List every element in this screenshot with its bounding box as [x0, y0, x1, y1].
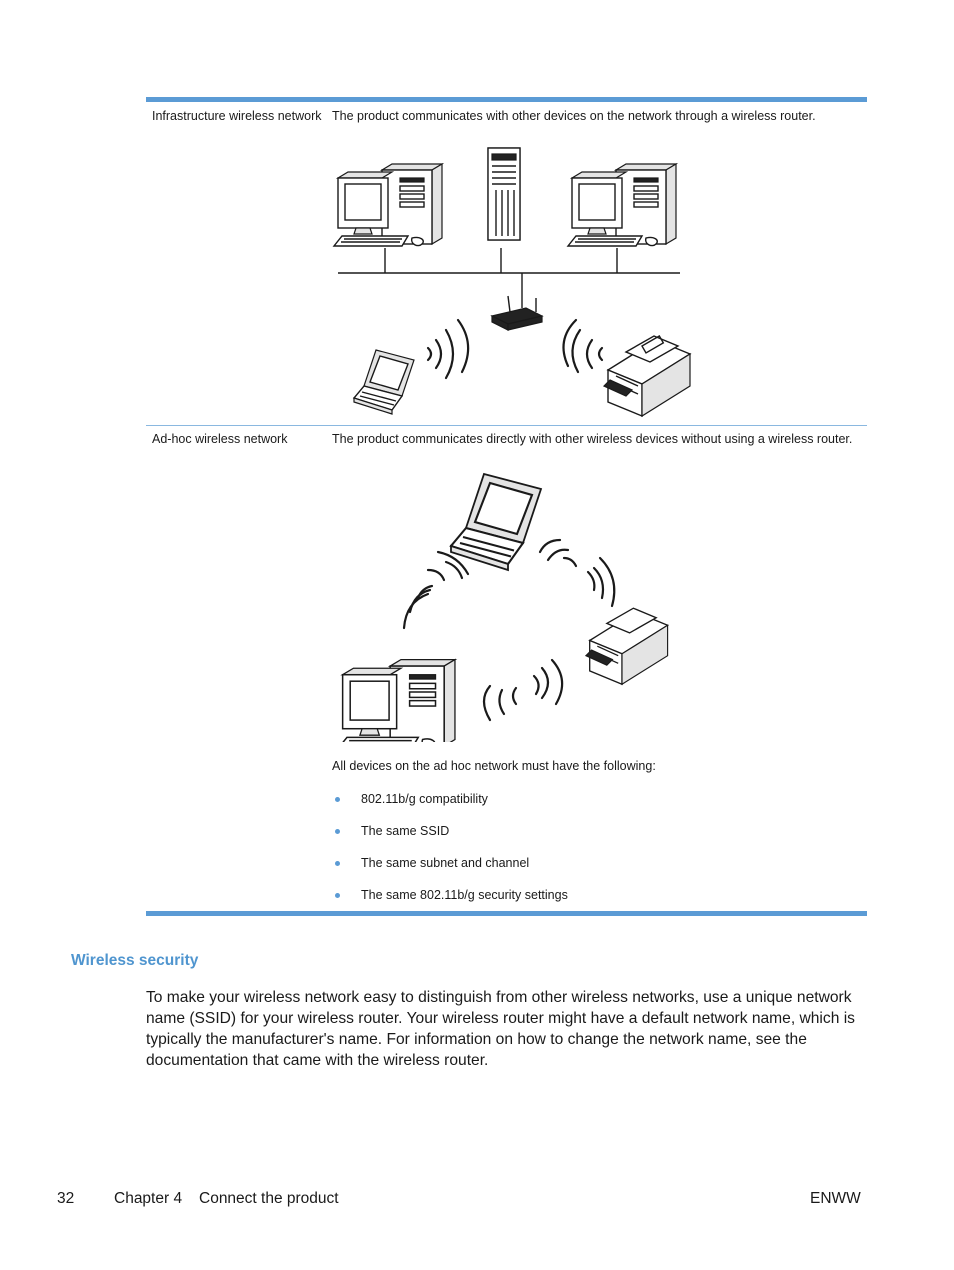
requirement-item: 802.11b/g compatibility [361, 792, 488, 806]
page-number: 32 [57, 1190, 75, 1207]
requirement-item: The same SSID [361, 824, 450, 838]
section-heading: Wireless security [71, 952, 199, 969]
bullet-icon [335, 893, 340, 898]
paragraph-line: name (SSID) for your wireless router. Yo… [146, 1010, 855, 1027]
footer-chapter-title: Connect the product [199, 1190, 339, 1207]
table-bottom-rule [146, 911, 867, 916]
row-divider [146, 425, 867, 426]
paragraph-line: To make your wireless network easy to di… [146, 989, 852, 1006]
bullet-icon [335, 861, 340, 866]
row-description-adhoc: The product communicates directly with o… [332, 432, 853, 446]
paragraph-line: typically the manufacturer's name. For i… [146, 1031, 807, 1048]
section-paragraph: To make your wireless network easy to di… [146, 987, 866, 1071]
bullet-icon [335, 829, 340, 834]
bullet-icon [335, 797, 340, 802]
infrastructure-network-diagram [333, 147, 691, 417]
paragraph-line: documentation that came with the wireles… [146, 1052, 489, 1069]
footer-doc-code: ENWW [810, 1190, 861, 1207]
row-description-infrastructure: The product communicates with other devi… [332, 109, 816, 123]
requirement-item: The same 802.11b/g security settings [361, 888, 568, 902]
adhoc-intro: All devices on the ad hoc network must h… [332, 759, 656, 773]
table-top-rule [146, 97, 867, 102]
row-label-adhoc: Ad-hoc wireless network [152, 432, 288, 446]
adhoc-network-diagram [340, 472, 670, 742]
requirement-item: The same subnet and channel [361, 856, 530, 870]
footer-chapter: Chapter 4 [114, 1190, 183, 1207]
row-label-infrastructure: Infrastructure wireless network [152, 109, 322, 123]
